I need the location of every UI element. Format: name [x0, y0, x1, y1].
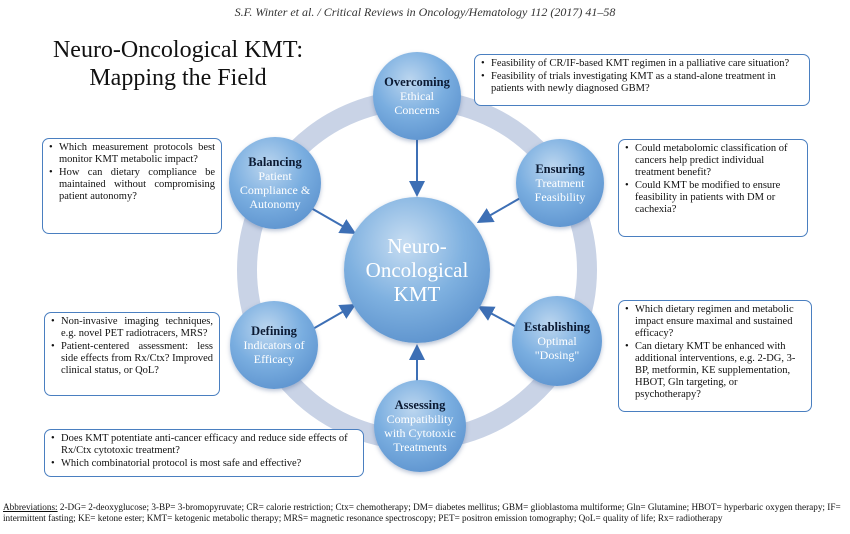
- bullet-feasibility-2: Could KMT be modified to ensure feasibil…: [625, 180, 801, 216]
- arrow-balancing: [310, 207, 357, 234]
- node-ensuring: Ensuring Treatment Feasibility: [516, 139, 604, 227]
- title-line-1: Neuro-Oncological KMT:: [52, 37, 304, 63]
- box-patient-compliance: Which measurement protocols best monitor…: [42, 138, 222, 234]
- node-assessing: Assessing Compatibility with Cytotoxic T…: [374, 380, 466, 472]
- node-defining-title: Defining: [251, 324, 297, 338]
- box-treatment-feasibility: Could metabolomic classification of canc…: [618, 139, 808, 237]
- center-node: Neuro- Oncological KMT: [344, 197, 490, 343]
- node-overcoming-sub-2: Concerns: [394, 103, 440, 117]
- journal-header: S.F. Winter et al. / Critical Reviews in…: [234, 5, 616, 19]
- node-balancing-title: Balancing: [248, 155, 302, 169]
- center-line-3: KMT: [393, 282, 441, 306]
- node-defining: Defining Indicators of Efficacy: [230, 301, 318, 389]
- diagram-title: Neuro-Oncological KMT: Mapping the Field: [28, 36, 328, 92]
- box-indicators-efficacy: Non-invasive imaging techniques, e.g. no…: [44, 312, 220, 396]
- node-defining-sub-2: Efficacy: [253, 352, 295, 366]
- node-assessing-sub-2: with Cytotoxic: [384, 426, 456, 440]
- node-balancing-sub-2: Compliance &: [239, 183, 311, 197]
- arrow-defining: [310, 304, 357, 331]
- node-assessing-title: Assessing: [394, 398, 446, 412]
- node-assessing-sub-1: Compatibility: [386, 412, 454, 426]
- node-establishing-title: Establishing: [523, 320, 590, 334]
- node-ensuring-sub-1: Treatment: [535, 176, 585, 190]
- bullet-feasibility-1: Could metabolomic classification of canc…: [625, 143, 801, 179]
- abbreviations-label: Abbreviations:: [3, 502, 58, 512]
- title-line-2: Mapping the Field: [89, 65, 267, 91]
- node-overcoming: Overcoming Ethical Concerns: [373, 52, 461, 140]
- abbreviations-footnote: Abbreviations: 2-DG= 2-deoxyglucose; 3-B…: [3, 502, 847, 524]
- node-balancing-sub-1: Patient: [258, 169, 292, 183]
- node-defining-sub-1: Indicators of: [243, 338, 305, 352]
- node-establishing-sub-1: Optimal: [537, 334, 577, 348]
- bullet-ethical-2: Feasibility of trials investigating KMT …: [481, 71, 803, 95]
- node-establishing-sub-2: "Dosing": [534, 348, 580, 362]
- arrow-ensuring: [476, 196, 523, 223]
- bullet-compliance-2: How can dietary compliance be maintained…: [49, 167, 215, 203]
- center-line-2: Oncological: [365, 258, 469, 282]
- node-assessing-sub-3: Treatments: [393, 440, 447, 454]
- node-overcoming-title: Overcoming: [384, 75, 450, 89]
- bullet-cytotoxic-2: Which combinatorial protocol is most saf…: [51, 458, 357, 470]
- node-establishing: Establishing Optimal "Dosing": [512, 296, 602, 386]
- bullet-dosing-1: Which dietary regimen and metabolic impa…: [625, 304, 805, 340]
- bullet-compliance-1: Which measurement protocols best monitor…: [49, 142, 215, 166]
- abbreviations-text: 2-DG= 2-deoxyglucose; 3-BP= 3-bromopyruv…: [3, 502, 841, 523]
- box-cytotoxic-compatibility: Does KMT potentiate anti-cancer efficacy…: [44, 429, 364, 477]
- bullet-efficacy-1: Non-invasive imaging techniques, e.g. no…: [51, 316, 213, 340]
- bullet-cytotoxic-1: Does KMT potentiate anti-cancer efficacy…: [51, 433, 357, 457]
- node-balancing-sub-3: Autonomy: [249, 197, 301, 211]
- bullet-dosing-2: Can dietary KMT be enhanced with additio…: [625, 341, 805, 401]
- node-balancing: Balancing Patient Compliance & Autonomy: [229, 137, 321, 229]
- node-ensuring-sub-2: Feasibility: [534, 190, 586, 204]
- box-ethical-concerns: Feasibility of CR/IF-based KMT regimen i…: [474, 54, 810, 106]
- center-line-1: Neuro-: [387, 234, 447, 258]
- node-overcoming-sub-1: Ethical: [400, 89, 434, 103]
- bullet-ethical-1: Feasibility of CR/IF-based KMT regimen i…: [481, 58, 803, 70]
- bullet-efficacy-2: Patient-centered assessment: less side e…: [51, 341, 213, 377]
- node-ensuring-title: Ensuring: [535, 162, 585, 176]
- box-optimal-dosing: Which dietary regimen and metabolic impa…: [618, 300, 812, 412]
